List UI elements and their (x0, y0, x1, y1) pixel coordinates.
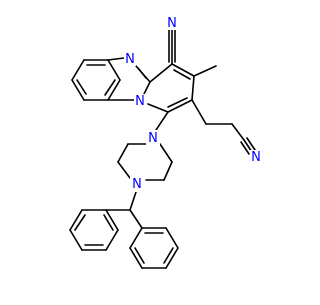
svg-text:N: N (135, 94, 145, 109)
atom-label-piperazine-n-bottom: N (130, 176, 144, 192)
benzhydryl-group (105, 191, 143, 229)
benzene-ring-fused (71, 59, 121, 101)
svg-text:N: N (167, 16, 177, 31)
molecule-structure: N N N N N N (69, 16, 262, 269)
atom-label-piperazine-n-top: N (146, 130, 160, 146)
atom-label-nitrile-top-n: N (166, 16, 178, 31)
svg-text:N: N (125, 52, 135, 67)
svg-text:N: N (148, 131, 158, 146)
nitrile-group-top (168, 29, 176, 65)
molecule-structure-canvas: N N N N N N (69, 16, 262, 269)
atom-label-nitrile-side-n: N (250, 150, 262, 165)
phenyl-ring-right (129, 227, 179, 269)
imidazole-ring (107, 57, 151, 101)
pyridine-piperazine-link (155, 111, 169, 131)
phenyl-ring-left (69, 209, 119, 251)
methyl-group (193, 65, 217, 77)
svg-text:N: N (132, 177, 142, 192)
pyridine-ring (147, 63, 195, 113)
atom-label-bridge-n: N (134, 94, 146, 109)
piperazine-ring (117, 143, 173, 181)
cyanoethyl-chain (191, 99, 256, 155)
svg-text:N: N (251, 150, 261, 165)
atom-label-imidazole-n: N (124, 52, 136, 67)
